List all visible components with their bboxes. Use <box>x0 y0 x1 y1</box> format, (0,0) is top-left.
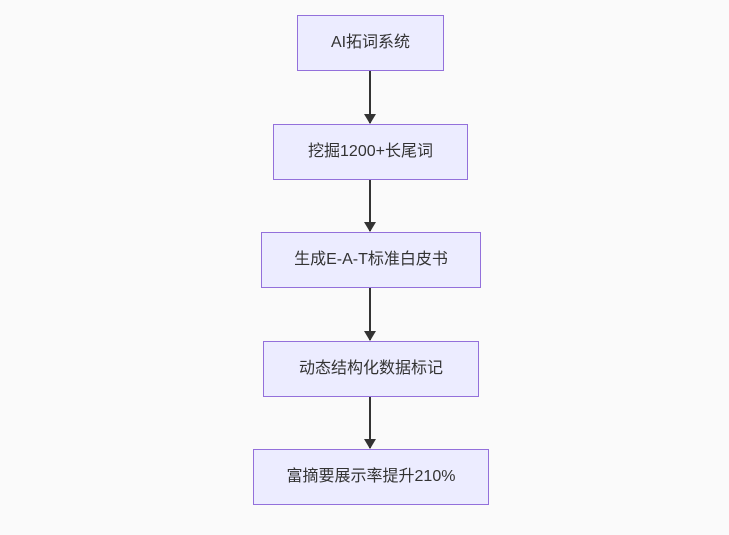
flow-node-longtail-mining: 挖掘1200+长尾词 <box>273 124 468 180</box>
arrow-head-icon <box>364 222 376 232</box>
arrow-b-to-c <box>364 180 376 232</box>
arrow-head-icon <box>364 114 376 124</box>
flow-node-structured-data: 动态结构化数据标记 <box>263 341 479 397</box>
flow-node-ai-keyword-system: AI拓词系统 <box>297 15 444 71</box>
flow-node-rich-snippet-rate: 富摘要展示率提升210% <box>253 449 489 505</box>
arrow-head-icon <box>364 331 376 341</box>
flow-node-eat-whitepaper: 生成E-A-T标准白皮书 <box>261 232 481 288</box>
arrow-head-icon <box>364 439 376 449</box>
arrow-a-to-b <box>364 71 376 124</box>
arrow-c-to-d <box>364 288 376 341</box>
arrow-d-to-e <box>364 397 376 449</box>
